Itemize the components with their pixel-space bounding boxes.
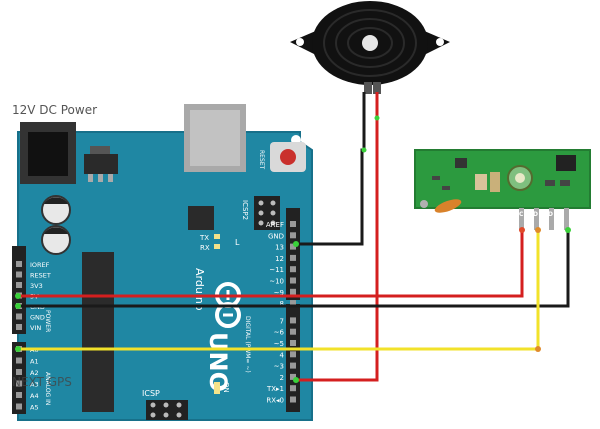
arduino-board: RESET ICSP2 TX RX L Arduino (12, 104, 313, 421)
power-pin (16, 261, 22, 267)
voltage-regulator (84, 146, 118, 182)
power-pin-label: RESET (30, 272, 51, 280)
power-pin-label: IOREF (30, 261, 50, 269)
digital-pin-label: 2 (280, 374, 284, 382)
digital-pin (290, 232, 296, 239)
rf-receiver-module: VCC D D GND (414, 149, 591, 230)
module-pin-label: VCC (510, 211, 524, 218)
analog-pin-label: A5 (30, 404, 39, 412)
power-section-label: POWER (44, 310, 51, 332)
analog-pin-label: A3 (30, 381, 39, 389)
power-pin-label: VIN (30, 324, 41, 332)
module-pin-label: D (533, 211, 538, 218)
dc-power-jack (20, 122, 76, 184)
uno-label: UNO (204, 332, 232, 392)
svg-text:ICSP2: ICSP2 (241, 200, 249, 220)
rx-led (214, 244, 220, 249)
digital-header-bottom (286, 304, 300, 412)
rx-label: RX (200, 244, 210, 252)
digital-pin-label: ~11 (269, 266, 284, 274)
analog-pin (16, 392, 22, 398)
capacitor (41, 225, 71, 255)
power-label: 12V DC Power (12, 103, 97, 117)
digital-pin-label: ~3 (274, 363, 284, 371)
svg-text:RESET: RESET (258, 150, 265, 170)
digital-pin (290, 317, 296, 324)
power-header (12, 246, 26, 334)
digital-pin-label: AREF (266, 221, 284, 229)
wire-buzzer-pin2 (296, 92, 379, 382)
on-led (214, 382, 220, 394)
digital-pin (290, 396, 296, 403)
on-label: ON (222, 382, 230, 393)
analog-section-label: ANALOG IN (44, 372, 51, 405)
digital-pin (290, 340, 296, 346)
digital-pin (290, 243, 296, 250)
wire-gnd-gnd (18, 230, 570, 308)
digital-pin (290, 254, 296, 261)
analog-pin-label: A1 (30, 358, 39, 366)
analog-pin-label: A4 (30, 392, 39, 400)
power-pin-label: GND (30, 314, 45, 322)
analog-pin (16, 357, 22, 364)
l-led-label: L (235, 238, 240, 247)
usb-chip (188, 206, 214, 230)
digital-pin (290, 328, 296, 335)
power-pin (16, 324, 22, 330)
analog-pin-label: A2 (30, 369, 39, 377)
arduino-wordmark: Arduino (193, 268, 206, 311)
analog-pin (16, 369, 22, 375)
coil (434, 199, 462, 213)
module-pin-label: D (548, 211, 553, 218)
digital-pin (290, 385, 296, 392)
digital-pin (290, 266, 296, 273)
analog-pin (16, 380, 22, 387)
reset-button: RESET (258, 142, 306, 172)
power-pin-label: 3V3 (30, 282, 43, 290)
digital-pin (290, 221, 296, 227)
capacitor (41, 195, 71, 225)
power-pin (16, 313, 22, 320)
digital-pin-label: ~10 (269, 278, 284, 286)
digital-pin (290, 300, 296, 307)
icsp2-header: ICSP2 (241, 196, 280, 230)
digital-header-top (286, 208, 300, 300)
tx-label: TX (199, 234, 209, 242)
digital-pin-label: ~6 (274, 329, 285, 337)
power-pin (16, 271, 22, 278)
digital-pin-label: RX◂0 (266, 397, 284, 405)
icsp-header: ICSP (142, 389, 188, 420)
watermark: NEXT GPS (12, 375, 72, 389)
digital-pin-label: 7 (280, 317, 284, 325)
digital-pin (290, 362, 296, 369)
buzzer (290, 1, 450, 94)
digital-label: DIGITAL (PWM= ~) (244, 316, 251, 373)
digital-pin-label: 13 (275, 244, 284, 252)
wires (15, 92, 571, 383)
digital-pin (290, 288, 296, 295)
usb-port (184, 104, 246, 172)
digital-pin-label: ~5 (274, 340, 284, 348)
digital-pin (290, 373, 296, 380)
digital-pin-label: 8 (280, 300, 284, 308)
svg-text:ICSP: ICSP (142, 389, 160, 398)
digital-pin-label: 12 (275, 255, 284, 263)
atmega-chip (82, 252, 114, 412)
digital-pin-label: ~9 (274, 289, 284, 297)
digital-pin (290, 277, 296, 284)
digital-pin-label: TX▸1 (266, 385, 284, 393)
power-pin (16, 282, 22, 288)
digital-pin-label: GND (268, 232, 284, 240)
digital-pin (290, 351, 296, 358)
module-pin-label: GND (572, 211, 587, 218)
digital-pin-label: 4 (280, 351, 285, 359)
analog-header (12, 342, 26, 414)
wire-5v-vcc (18, 230, 524, 298)
analog-pin (16, 403, 22, 410)
tx-led (214, 234, 220, 239)
